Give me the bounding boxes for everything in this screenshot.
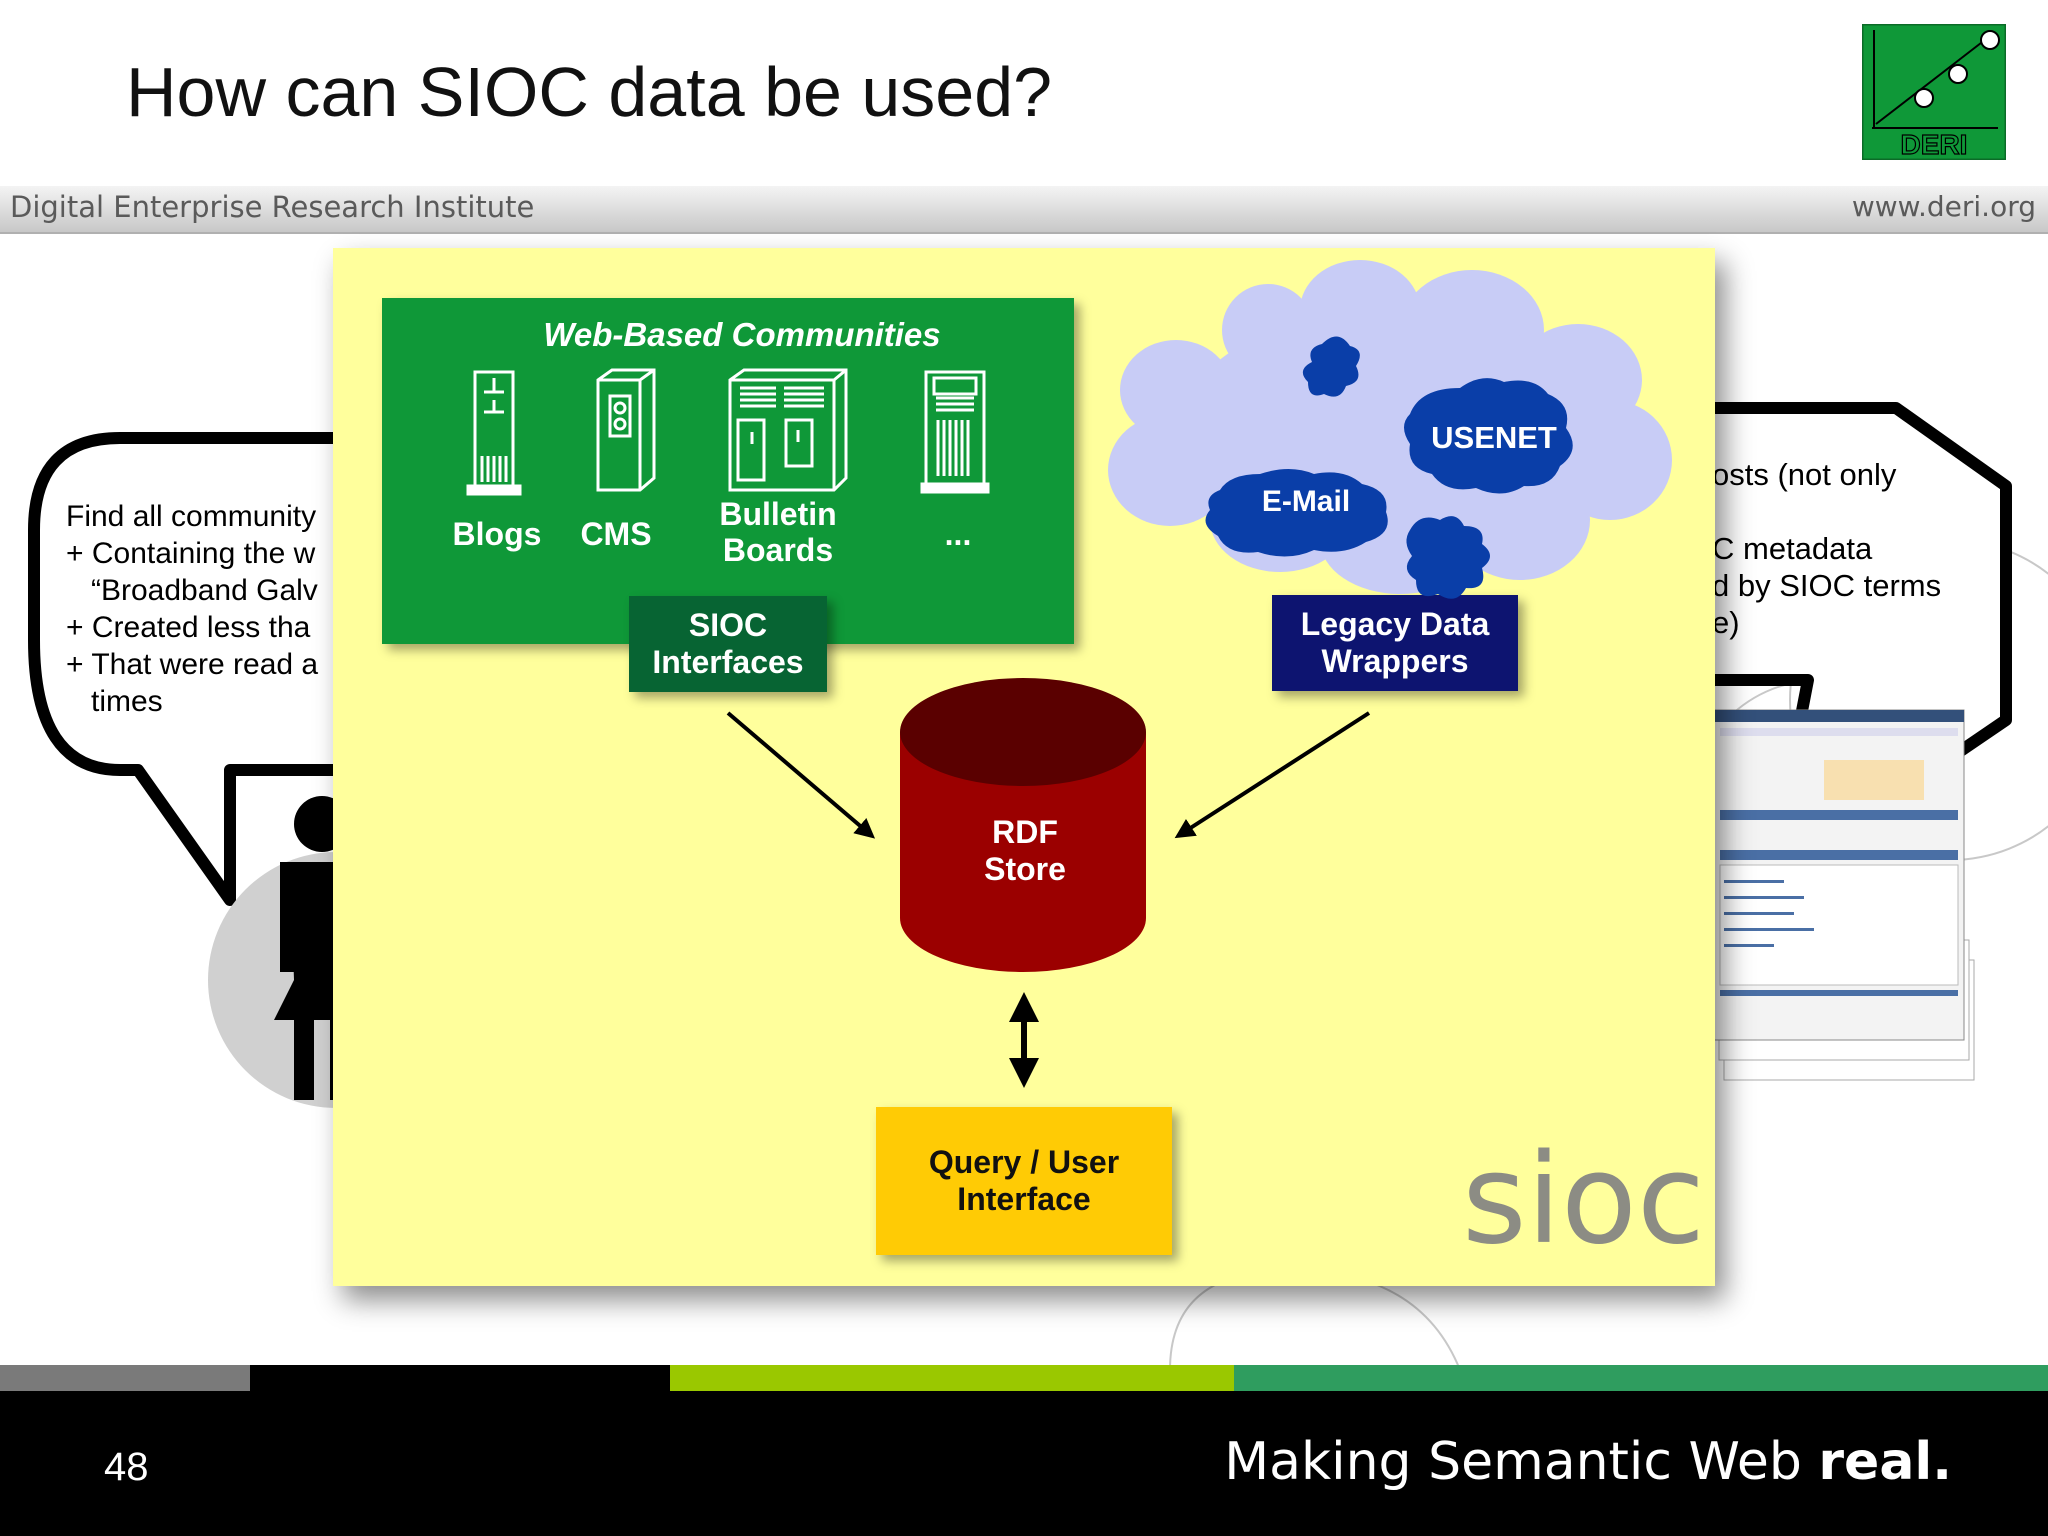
footer-stripes bbox=[0, 1365, 2048, 1391]
server-label-cms: CMS bbox=[580, 516, 652, 552]
sioc-logo-text: sioc bbox=[1462, 1130, 1702, 1272]
sioc-interfaces-box: SIOC Interfaces bbox=[629, 596, 827, 692]
right-bubble-text: osts (not only C metadata d by SIOC term… bbox=[1712, 457, 1942, 640]
deri-logo: DERI bbox=[1862, 24, 2006, 160]
slide-title: How can SIOC data be used? bbox=[126, 53, 1053, 131]
tagline-regular: Making Semantic Web bbox=[1224, 1432, 1819, 1492]
logo-text: DERI bbox=[1901, 129, 1968, 160]
page-number: 48 bbox=[104, 1445, 149, 1489]
footer-bar bbox=[0, 1391, 2048, 1536]
tagline-bold: real. bbox=[1818, 1432, 1952, 1492]
sioc-logo: sioc bbox=[1462, 1130, 1702, 1272]
rdf-store-label: RDF Store bbox=[984, 814, 1066, 887]
forum-screenshot-image bbox=[1714, 709, 1975, 1081]
server-label-blogs: Blogs bbox=[452, 516, 542, 552]
server-label-bulletin-boards: Bulletin Boards bbox=[719, 496, 837, 568]
org-url: www.deri.org bbox=[1851, 190, 2036, 223]
server-label-more: ... bbox=[944, 516, 972, 552]
left-speech-bubble bbox=[28, 432, 346, 906]
org-name: Digital Enterprise Research Institute bbox=[10, 190, 535, 224]
tagline: Making Semantic Web real. bbox=[1224, 1432, 1952, 1492]
header-band bbox=[0, 186, 2048, 234]
legacy-data-wrappers-box: Legacy Data Wrappers bbox=[1272, 595, 1518, 691]
communities-title: Web-Based Communities bbox=[543, 316, 941, 353]
query-user-interface-box: Query / User Interface bbox=[876, 1107, 1172, 1255]
left-bubble-text: Find all community + Containing the w “B… bbox=[66, 500, 319, 718]
